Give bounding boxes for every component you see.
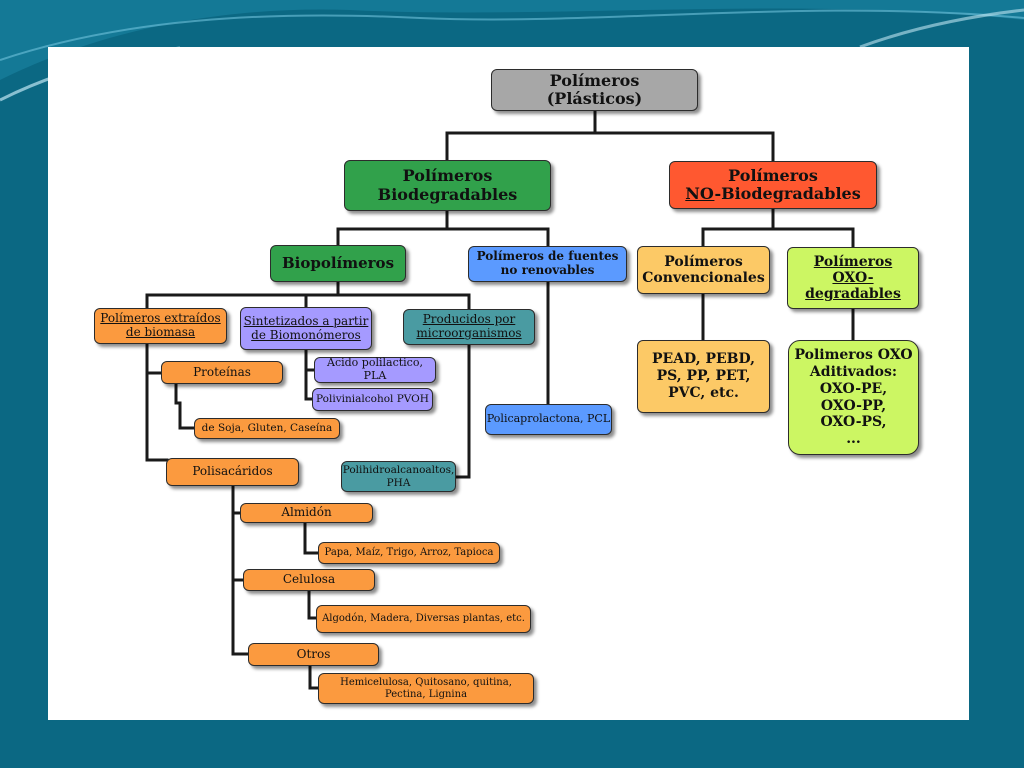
- almidon-label: Almidón: [281, 505, 332, 520]
- root-line1: Polímeros: [549, 70, 640, 90]
- pha-line1: Polihidroalcanoaltos,: [342, 464, 455, 477]
- no-biodegradables-line2: NO-Biodegradables: [685, 184, 861, 203]
- biodegradables-line1: Polímeros: [402, 166, 493, 186]
- node-proteinas: Proteínas: [161, 361, 283, 384]
- node-polimeros-biodegradables: Polímeros Biodegradables: [344, 160, 551, 211]
- node-proteinas-examples: de Soja, Gluten, Caseína: [194, 418, 340, 439]
- oxo-line3: degradables: [805, 286, 901, 303]
- pcl-label: Policaprolactona, PCL: [486, 412, 611, 426]
- node-polimeros-convencionales: Polímeros Convencionales: [637, 246, 770, 294]
- node-polimeros-extraidos-biomasa: Polímeros extraídos de biomasa: [94, 308, 227, 344]
- otros-ex-line1: Hemicelulosa, Quitosano, quitina,: [340, 677, 512, 688]
- node-polisacaridos: Polisacáridos: [166, 458, 299, 486]
- polisacaridos-label: Polisacáridos: [192, 464, 273, 479]
- extraidos-line2: de biomasa: [125, 325, 196, 339]
- node-polimeros-no-biodegradables: Polímeros NO-Biodegradables: [669, 161, 877, 209]
- extraidos-line1: Polímeros extraídos: [100, 311, 221, 326]
- oxo-ex-line3: OXO-PE,: [819, 380, 888, 397]
- node-almidon-examples: Papa, Maíz, Trigo, Arroz, Tapioca: [318, 542, 500, 564]
- sintetizados-line1: Sintetizados a partir: [243, 313, 369, 328]
- root-line2: (Plásticos): [546, 89, 643, 108]
- pvoh-label: Polivinialcohol PVOH: [316, 393, 429, 406]
- conv-ex-line3: PVC, etc.: [668, 384, 739, 401]
- node-celulosa-examples: Algodón, Madera, Diversas plantas, etc.: [316, 605, 531, 633]
- node-sintetizados-biomonomeros: Sintetizados a partir de Biomonómeros: [240, 307, 372, 350]
- node-pvoh: Polivinialcohol PVOH: [312, 388, 433, 411]
- sintetizados-line2: de Biomonómeros: [251, 327, 361, 342]
- oxo-line1: Polímeros: [813, 253, 893, 270]
- node-otros: Otros: [248, 643, 379, 666]
- otros-label: Otros: [296, 646, 331, 661]
- node-celulosa: Celulosa: [243, 569, 375, 591]
- oxo-line2: OXO-: [832, 269, 874, 286]
- conv-ex-line1: PEAD, PEBD,: [652, 351, 755, 368]
- otros-ex-line2: Pectina, Lignina: [384, 688, 468, 700]
- node-pla: Acido polilactico, PLA: [314, 356, 436, 383]
- celulosa-label: Celulosa: [282, 572, 336, 587]
- celulosa-ex-label: Algodón, Madera, Diversas plantas, etc.: [322, 613, 525, 625]
- oxo-ex-line2: Aditivados:: [809, 363, 898, 380]
- oxo-ex-line1: Polimeros OXO: [794, 347, 913, 364]
- almidon-ex-label: Papa, Maíz, Trigo, Arroz, Tapioca: [324, 547, 494, 559]
- node-pha: Polihidroalcanoaltos, PHA: [341, 461, 456, 492]
- proteinas-ex-label: de Soja, Gluten, Caseína: [201, 422, 333, 435]
- producidos-line2: microorganismos: [416, 326, 522, 340]
- pha-line2: PHA: [386, 476, 411, 489]
- node-polimeros-oxo-degradables: Polímeros OXO- degradables: [787, 247, 919, 309]
- node-otros-examples: Hemicelulosa, Quitosano, quitina, Pectin…: [318, 673, 534, 704]
- fuentes-line2: no renovables: [500, 263, 595, 277]
- oxo-ex-line5: OXO-PS,: [820, 414, 887, 431]
- no-biodegradables-rest: -Biodegradables: [714, 184, 861, 203]
- node-fuentes-no-renovables: Polímeros de fuentes no renovables: [468, 246, 627, 282]
- node-producidos-microorganismos: Producidos por microorganismos: [403, 309, 535, 345]
- conv-ex-line2: PS, PP, PET,: [656, 368, 751, 385]
- node-pcl: Policaprolactona, PCL: [485, 404, 612, 435]
- pla-label: Acido polilactico, PLA: [327, 356, 423, 382]
- fuentes-line1: Polímeros de fuentes: [476, 249, 619, 264]
- proteinas-label: Proteínas: [193, 364, 251, 379]
- node-convencionales-examples: PEAD, PEBD, PS, PP, PET, PVC, etc.: [637, 340, 770, 413]
- no-underlined: NO: [685, 184, 715, 203]
- oxo-ex-line4: OXO-PP,: [820, 397, 887, 414]
- node-almidon: Almidón: [240, 503, 373, 523]
- no-biodegradables-line1: Polímeros: [728, 165, 818, 185]
- convencionales-line2: Convencionales: [642, 270, 765, 286]
- convencionales-line1: Polímeros: [664, 253, 743, 270]
- node-oxo-examples: Polimeros OXO Aditivados: OXO-PE, OXO-PP…: [788, 340, 919, 455]
- oxo-ex-line6: ...: [846, 431, 861, 448]
- producidos-line1: Producidos por: [422, 312, 516, 327]
- node-polimeros-plasticos: Polímeros (Plásticos): [491, 69, 698, 111]
- biodegradables-line2: Biodegradables: [377, 184, 518, 204]
- biopolimeros-label: Biopolímeros: [281, 253, 395, 272]
- node-biopolimeros: Biopolímeros: [270, 245, 406, 282]
